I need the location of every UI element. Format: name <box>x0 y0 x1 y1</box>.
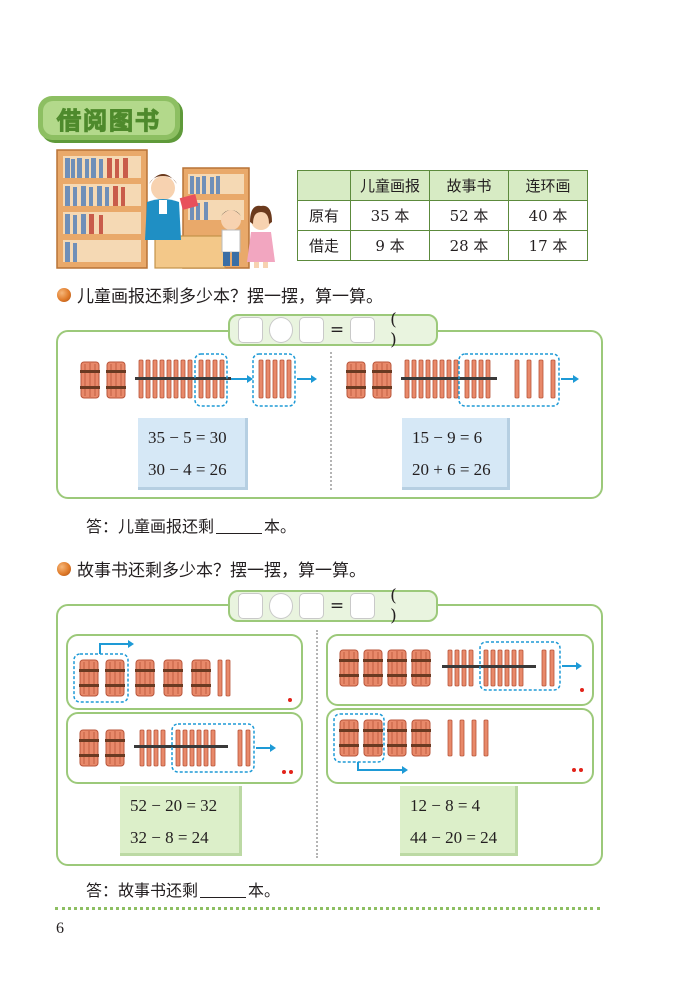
calc-line: 32 − 8 = 24 <box>130 828 209 847</box>
equation-box[interactable] <box>238 593 263 619</box>
unit-parentheses[interactable]: ( ) <box>390 310 419 350</box>
table-corner-cell <box>297 170 351 201</box>
answer-2-prefix: 答：故事书还剩 <box>86 881 199 900</box>
answer-2: 答：故事书还剩 本。 <box>86 877 280 901</box>
calc-box-left-2: 52 − 20 = 32 32 − 8 = 24 <box>120 786 242 856</box>
calc-line: 52 − 20 = 32 <box>130 796 218 815</box>
equation-box[interactable] <box>238 317 263 343</box>
orange-bullet-icon <box>57 561 71 576</box>
lesson-title: 借阅图书 <box>43 101 175 135</box>
equation-input-bar-1: = ( ) <box>228 310 438 350</box>
result-box[interactable] <box>350 593 375 619</box>
calc-line: 12 − 8 = 4 <box>410 796 481 815</box>
calc-line: 30 − 4 = 26 <box>148 460 227 479</box>
table-cell: 35 本 <box>350 200 430 231</box>
lesson-title-badge: 借阅图书 <box>38 96 180 140</box>
table-header: 连环画 <box>508 170 588 201</box>
answer-2-suffix: 本。 <box>248 881 281 900</box>
answer-1-prefix: 答：儿童画报还剩 <box>86 517 215 536</box>
table-cell: 28 本 <box>429 230 509 261</box>
table-cell: 9 本 <box>350 230 430 261</box>
calc-box-right-1: 15 − 9 = 6 20 + 6 = 26 <box>402 418 510 490</box>
table-row-label: 借走 <box>297 230 351 261</box>
question-2: 故事书还剩多少本？摆一摆，算一算。 <box>57 556 366 581</box>
equals-sign: = <box>329 320 345 340</box>
sticks-illustration-2 <box>73 640 584 774</box>
table-cell: 52 本 <box>429 200 509 231</box>
calc-line: 20 + 6 = 26 <box>412 460 491 479</box>
equation-box[interactable] <box>299 593 324 619</box>
table-header: 儿童画报 <box>350 170 430 201</box>
table-row-label: 原有 <box>297 200 351 231</box>
table-header: 故事书 <box>429 170 509 201</box>
calc-box-right-2: 12 − 8 = 4 44 − 20 = 24 <box>400 786 518 856</box>
orange-bullet-icon <box>57 287 71 302</box>
equation-box[interactable] <box>299 317 324 343</box>
table-cell: 40 本 <box>508 200 588 231</box>
question-1-text: 儿童画报还剩多少本？摆一摆，算一算。 <box>77 287 383 307</box>
calc-line: 35 − 5 = 30 <box>148 428 227 447</box>
answer-2-blank[interactable] <box>200 881 247 898</box>
calc-line: 15 − 9 = 6 <box>412 428 483 447</box>
equals-sign: = <box>329 596 345 616</box>
answer-1: 答：儿童画报还剩 本。 <box>86 513 296 537</box>
answer-1-suffix: 本。 <box>264 517 297 536</box>
operator-circle[interactable] <box>268 317 294 343</box>
answer-1-blank[interactable] <box>216 517 263 534</box>
calc-box-left-1: 35 − 5 = 30 30 − 4 = 26 <box>138 418 248 490</box>
result-box[interactable] <box>350 317 375 343</box>
question-2-text: 故事书还剩多少本？摆一摆，算一算。 <box>77 561 366 581</box>
panel-divider <box>316 630 318 858</box>
table-header-row: 儿童画报 故事书 连环画 <box>297 170 588 201</box>
table-cell: 17 本 <box>508 230 588 261</box>
table-row: 借走 9 本 28 本 17 本 <box>297 230 588 261</box>
footer-divider <box>55 907 600 910</box>
equation-input-bar-2: = ( ) <box>228 586 438 626</box>
panel-divider <box>330 352 332 490</box>
page-number: 6 <box>56 920 64 937</box>
book-inventory-table: 儿童画报 故事书 连环画 原有 35 本 52 本 40 本 借走 9 本 28… <box>297 170 588 261</box>
table-row: 原有 35 本 52 本 40 本 <box>297 200 588 231</box>
calc-line: 44 − 20 = 24 <box>410 828 498 847</box>
unit-parentheses[interactable]: ( ) <box>390 586 419 626</box>
library-illustration <box>56 149 275 269</box>
operator-circle[interactable] <box>268 593 294 619</box>
question-1: 儿童画报还剩多少本？摆一摆，算一算。 <box>57 282 383 307</box>
sticks-illustration-1 <box>79 353 579 407</box>
